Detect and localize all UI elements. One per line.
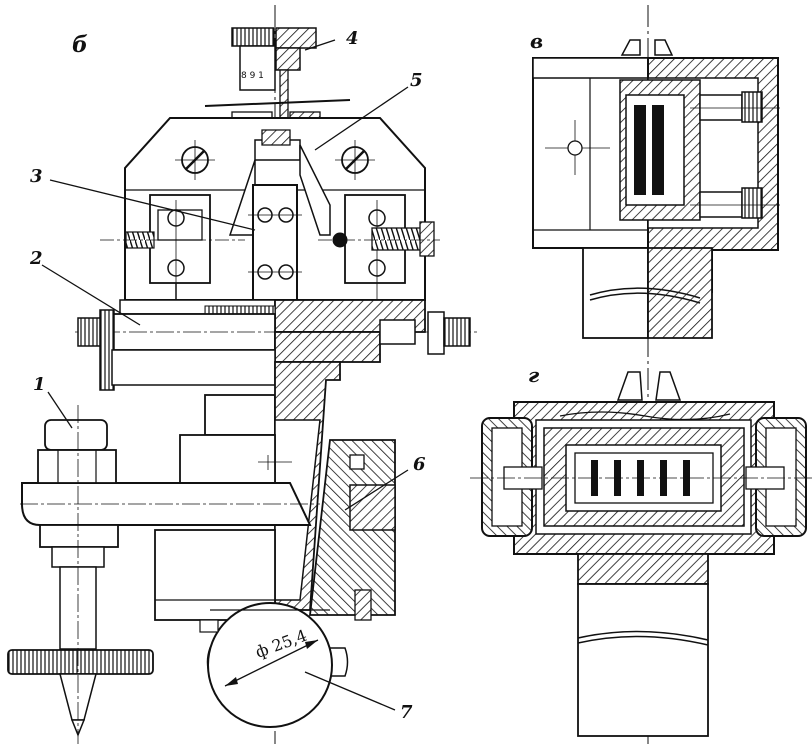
view-letter-v: в xyxy=(530,29,543,53)
measuring-wheel: ф 25,4 xyxy=(199,602,349,728)
view-letter-b: б xyxy=(72,32,88,58)
callout-3: 3 xyxy=(30,166,43,187)
dial-digits: 8 9 1 xyxy=(241,71,264,81)
view-v-section xyxy=(532,5,780,744)
right-spring-block xyxy=(318,194,440,300)
callout-2: 2 xyxy=(29,248,43,269)
view-g-section xyxy=(470,371,812,737)
callout-5: 5 xyxy=(410,70,423,91)
view-b-assembly: 8 9 1 xyxy=(7,5,480,744)
view-letter-g: г xyxy=(528,363,540,387)
callout-numbers: 1 2 3 4 5 6 7 xyxy=(29,28,426,723)
leader-lines xyxy=(41,39,409,711)
callout-4: 4 xyxy=(346,28,359,49)
view-letters: б в г xyxy=(72,29,543,387)
left-spring-block xyxy=(100,194,245,300)
dial-indicator-top: 8 9 1 xyxy=(204,27,351,127)
clamp-arm xyxy=(308,439,396,621)
callout-6: 6 xyxy=(413,454,426,475)
pivot-plate xyxy=(248,184,302,301)
callout-1: 1 xyxy=(33,374,46,395)
horizontal-arm xyxy=(20,482,320,526)
callout-7: 7 xyxy=(400,702,413,723)
stylus-probe xyxy=(7,405,154,744)
